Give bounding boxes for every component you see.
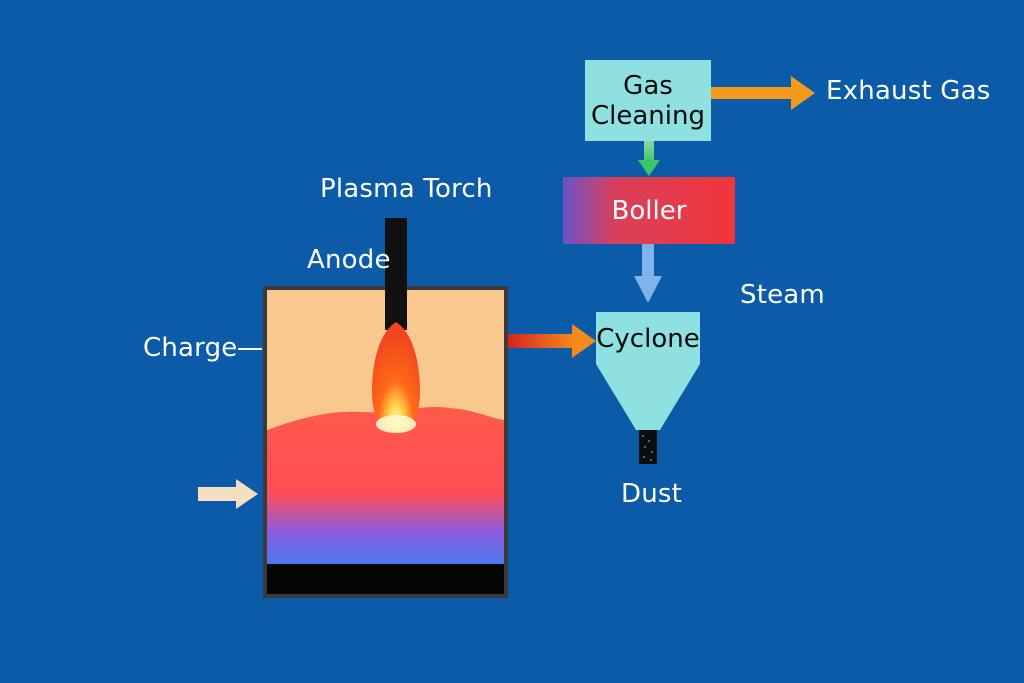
plasma-torch-label: Plasma Torch [320, 174, 493, 204]
boiler-to-cyclone-arrow [634, 244, 662, 303]
gas-cleaning-label-line2: Cleaning [591, 100, 705, 131]
steam-label: Steam [740, 280, 825, 310]
flame-core [376, 415, 416, 433]
plasma-torch-electrode [385, 218, 407, 330]
dust-speckles [642, 435, 653, 461]
exhaust-gas-label: Exhaust Gas [826, 76, 991, 106]
boiler-box [563, 177, 735, 244]
boiler-label: Boller [611, 195, 687, 226]
gas-cleaning-box [585, 60, 711, 141]
dust-collector [639, 430, 657, 464]
furnace-outlet-arrow [508, 324, 596, 358]
plasma-flame [372, 322, 420, 432]
dust-label: Dust [621, 479, 683, 509]
charge-feed-arrow [198, 479, 258, 509]
gas-cleaning-label-line1: Gas [623, 70, 673, 101]
gas-cleaning-label: Gas Cleaning [585, 60, 711, 141]
furnace-hearth [267, 564, 504, 594]
cyclone-body [596, 312, 700, 430]
anode-label: Anode [307, 245, 391, 275]
exhaust-gas-arrow [711, 76, 815, 110]
gas-to-boiler-arrow [638, 141, 660, 176]
cyclone-label: Cyclone [596, 324, 700, 354]
charge-label: Charge [143, 333, 238, 363]
molten-bath [267, 407, 504, 564]
